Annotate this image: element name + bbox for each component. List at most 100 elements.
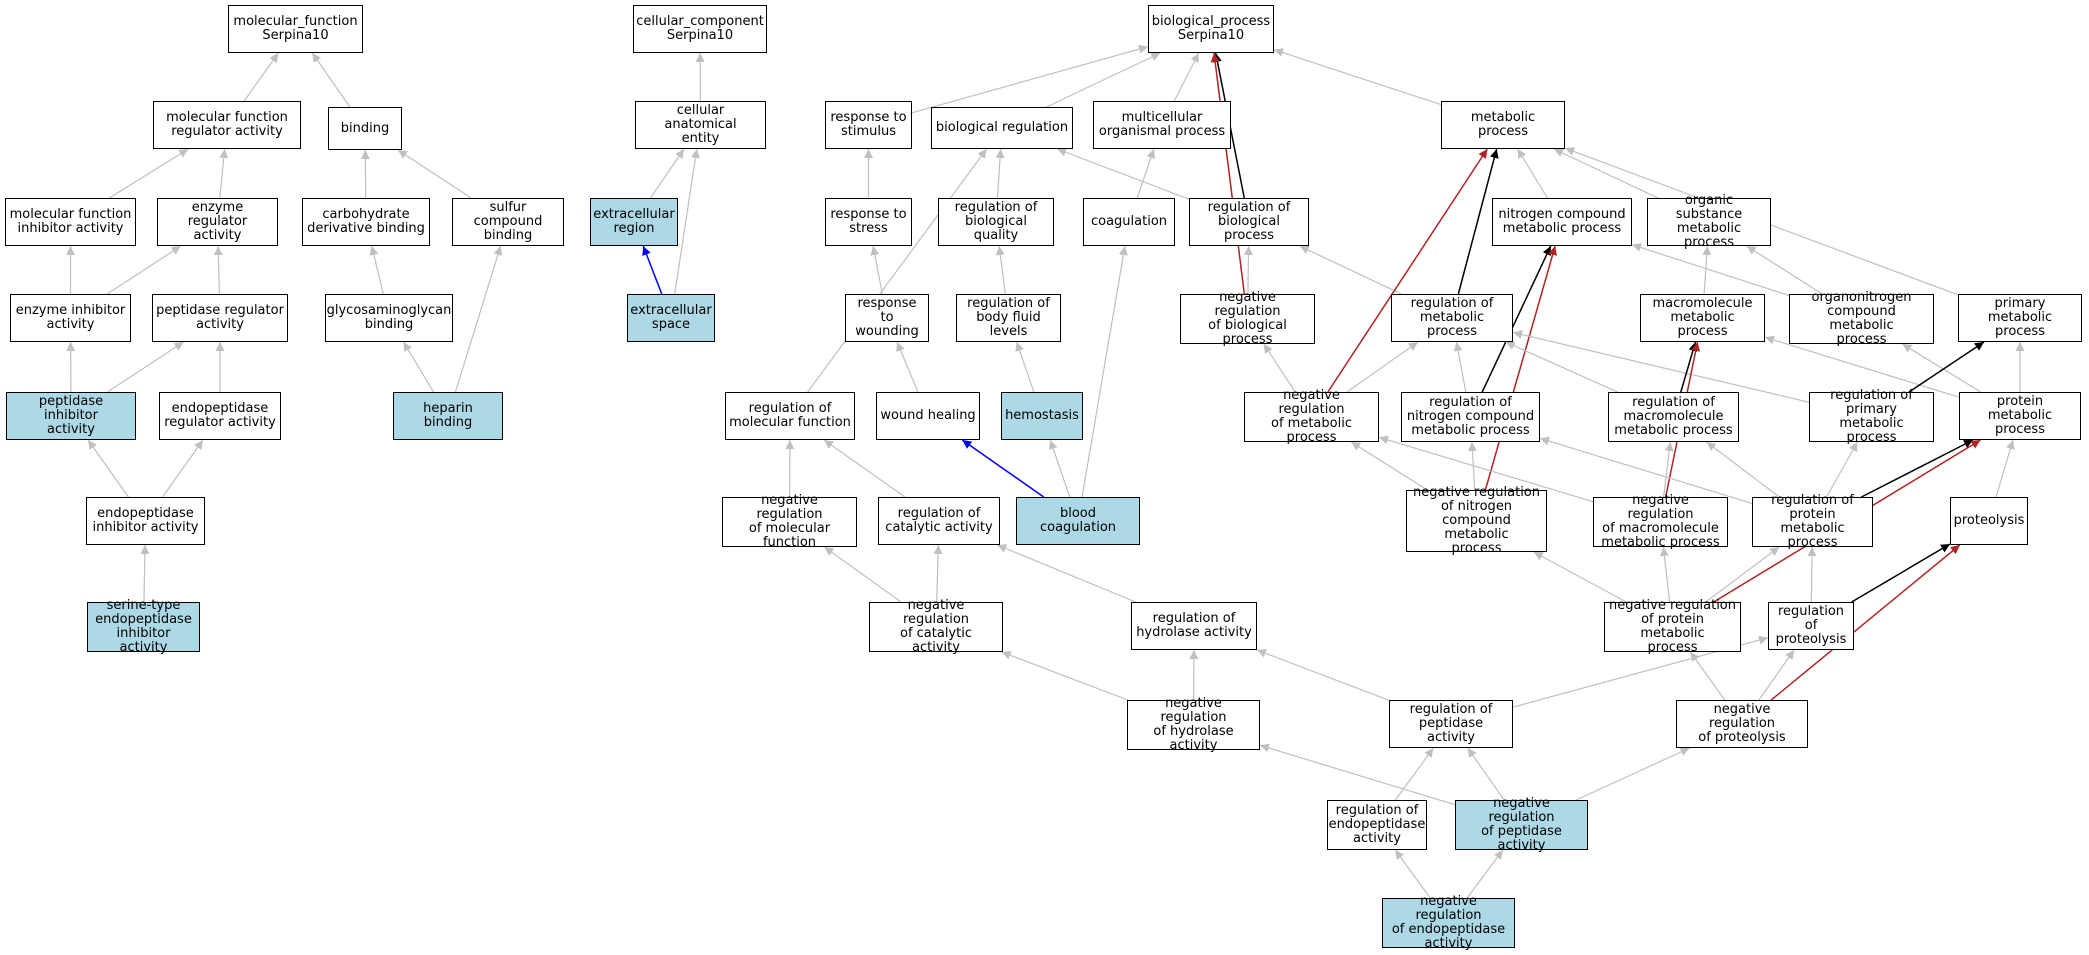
edge-ec-space-to-ec-region [642,245,663,295]
go-term-reg-bio-proc: regulation of biological process [1189,198,1309,246]
edge-neg-reg-endo-to-reg-endo [1394,849,1431,899]
go-term-neg-reg-hydro: negative regulation of hydrolase activit… [1127,697,1260,753]
edge-resp-wound-to-resp-stress [870,245,883,295]
edge-reg-hydro-to-reg-cat [997,544,1136,603]
go-term-reg-endo: regulation of endopeptidase activity [1327,800,1427,850]
go-term-neg-reg-mol-func: negative regulation of molecular functio… [722,494,857,550]
edge-reg-n-met-to-reg-met [1453,341,1467,393]
edge-neg-reg-n-met-to-neg-reg-met [1350,441,1428,491]
go-term-cae: cellular anatomical entity [635,101,766,149]
go-term-reg-hydro: regulation of hydrolase activity [1131,602,1257,650]
edge-blood-coag-to-hemostasis [1048,439,1071,498]
edge-reg-prot-met-to-reg-n-met [1539,436,1753,504]
go-term-mf-reg: molecular function regulator activity [153,101,301,149]
go-term-reg-pep: regulation of peptidase activity [1389,700,1513,748]
go-term-neg-reg-met: negative regulation of metabolic process [1244,389,1379,445]
edge-reg-cat-to-reg-mol-func [823,439,906,498]
go-term-neg-reg-cat: negative regulation of catalytic activit… [869,599,1003,655]
go-term-neg-reg-macro-met: negative regulation of macromolecule met… [1593,494,1728,550]
edge-neg-reg-endo-to-neg-reg-pep [1466,849,1504,899]
edge-neg-reg-prot-met-to-neg-reg-macro-met [1659,546,1671,603]
go-term-reg-cat: regulation of catalytic activity [878,497,1000,545]
edge-neg-reg-prot-met-to-reg-prot-met [1705,546,1780,603]
edge-ser-endo-inh-to-endo-inh [140,544,150,603]
go-term-resp-stress: response to stress [825,198,912,246]
edge-multi-org-to-bp-root [1173,52,1200,102]
go-term-reg-bio-qual: regulation of biological quality [938,198,1054,246]
go-term-neg-reg-prot-met: negative regulation of protein metabolic… [1604,599,1741,655]
edge-hep-bind-to-sulfur-bind [454,245,503,393]
edge-bio-reg-to-bp-root [1046,52,1161,108]
edge-ec-space-to-cae [674,148,700,295]
edge-mf-inh-to-mf-reg [108,148,189,199]
go-term-multi-org: multicellular organismal process [1093,101,1231,149]
edge-reg-prot-met-to-reg-macro-met [1706,441,1780,498]
edge-neg-reg-prot-met-to-neg-reg-n-met [1533,551,1627,603]
edge-mf-reg-to-mf-root [243,52,279,102]
go-term-reg-prot-met: regulation of protein metabolic process [1752,494,1873,550]
go-term-reg-macro-met: regulation of macromolecule metabolic pr… [1608,392,1739,442]
edge-hemostasis-to-reg-body-fluid [1015,341,1035,393]
edge-reg-met-to-reg-bio-proc [1299,245,1402,295]
go-term-neg-reg-bio-proc: negative regulation of biological proces… [1180,291,1315,347]
edge-reg-bio-qual-to-bio-reg [995,148,1005,199]
go-term-resp-wound: response to wounding [845,294,929,342]
edge-coag-to-multi-org [1136,148,1156,199]
edge-orgN-met-to-org-sub-met [1746,245,1823,295]
go-term-resp-stim: response to stimulus [825,101,912,149]
go-term-reg-n-met: regulation of nitrogen compound metaboli… [1401,392,1540,442]
edge-neg-reg-macro-met-to-reg-macro-met [1662,441,1674,498]
edge-neg-reg-proteolysis-to-neg-reg-prot-met [1689,651,1726,701]
go-term-orgN-met: organonitrogen compound metabolic proces… [1789,291,1934,347]
edge-gag-bind-to-carb-bind [369,245,384,295]
edge-neg-reg-bio-proc-to-bp-root [1210,52,1246,295]
edge-blood-coag-to-wound-heal [961,439,1045,498]
go-term-gag-bind: glycosaminoglycan binding [325,294,453,342]
edge-org-sub-met-to-met-proc [1553,148,1659,199]
edge-binding-to-mf-root [311,52,351,108]
edge-reg-n-met-to-n-met [1481,245,1552,393]
edge-reg-prim-met-to-reg-met [1512,330,1810,403]
go-term-reg-prim-met: regulation of primary metabolic process [1809,389,1934,445]
edge-reg-endo-to-reg-pep [1394,747,1434,801]
go-term-mf-root: molecular_function Serpina10 [228,5,363,53]
go-term-coag: coagulation [1083,198,1175,246]
go-term-neg-reg-endo: negative regulation of endopeptidase act… [1382,895,1515,951]
edge-reg-macro-met-to-reg-met [1505,341,1618,393]
go-term-mf-inh: molecular function inhibitor activity [5,198,136,246]
go-term-ser-endo-inh: serine-type endopeptidase inhibitor acti… [87,599,200,655]
go-term-proteolysis: proteolysis [1950,497,2028,545]
go-term-n-met: nitrogen compound metabolic process [1492,198,1632,246]
go-term-bio-reg: biological regulation [931,107,1073,149]
edge-endo-inh-to-endo-reg [162,439,204,498]
go-term-prot-met: protein metabolic process [1959,392,2081,440]
edge-reg-proteolysis-to-proteolysis [1851,543,1951,603]
edge-neg-reg-met-to-met-proc [1327,148,1488,393]
edge-met-proc-to-bp-root [1273,48,1442,106]
go-term-ec-space: extracellular space [627,294,715,342]
go-term-pep-inh: peptidase inhibitor activity [6,392,136,440]
edge-resp-stim-to-bp-root [911,44,1149,114]
edge-macro-met-to-org-sub-met [1702,245,1712,295]
edge-reg-body-fluid-to-reg-bio-qual [995,245,1006,295]
edge-orgN-met-to-n-met [1631,243,1790,297]
go-term-binding: binding [328,107,402,150]
go-term-neg-reg-pep: negative regulation of peptidase activit… [1455,797,1588,853]
edge-hep-bind-to-gag-bind [402,341,435,393]
go-term-pep-reg: peptidase regulator activity [152,294,288,342]
edge-neg-reg-cat-to-reg-cat [933,544,943,603]
go-term-prim-met: primary metabolic process [1958,294,2082,342]
go-term-bp-root: biological_process Serpina10 [1148,5,1274,53]
edge-neg-reg-pep-to-neg-reg-hydro [1259,743,1456,806]
edge-carb-bind-to-binding [360,149,370,199]
edge-neg-reg-met-to-reg-met [1346,341,1419,393]
go-term-met-proc: metabolic process [1441,101,1565,149]
edge-reg-pep-to-reg-hydro [1256,649,1390,701]
go-term-hemostasis: hemostasis [1001,392,1083,440]
edge-neg-reg-n-met-to-n-met [1484,245,1557,491]
edge-reg-prot-met-to-prot-met [1861,439,1974,498]
go-term-neg-reg-proteolysis: negative regulation of proteolysis [1676,700,1808,748]
go-term-wound-heal: wound healing [876,392,980,440]
edge-sulfur-bind-to-binding [397,149,472,199]
